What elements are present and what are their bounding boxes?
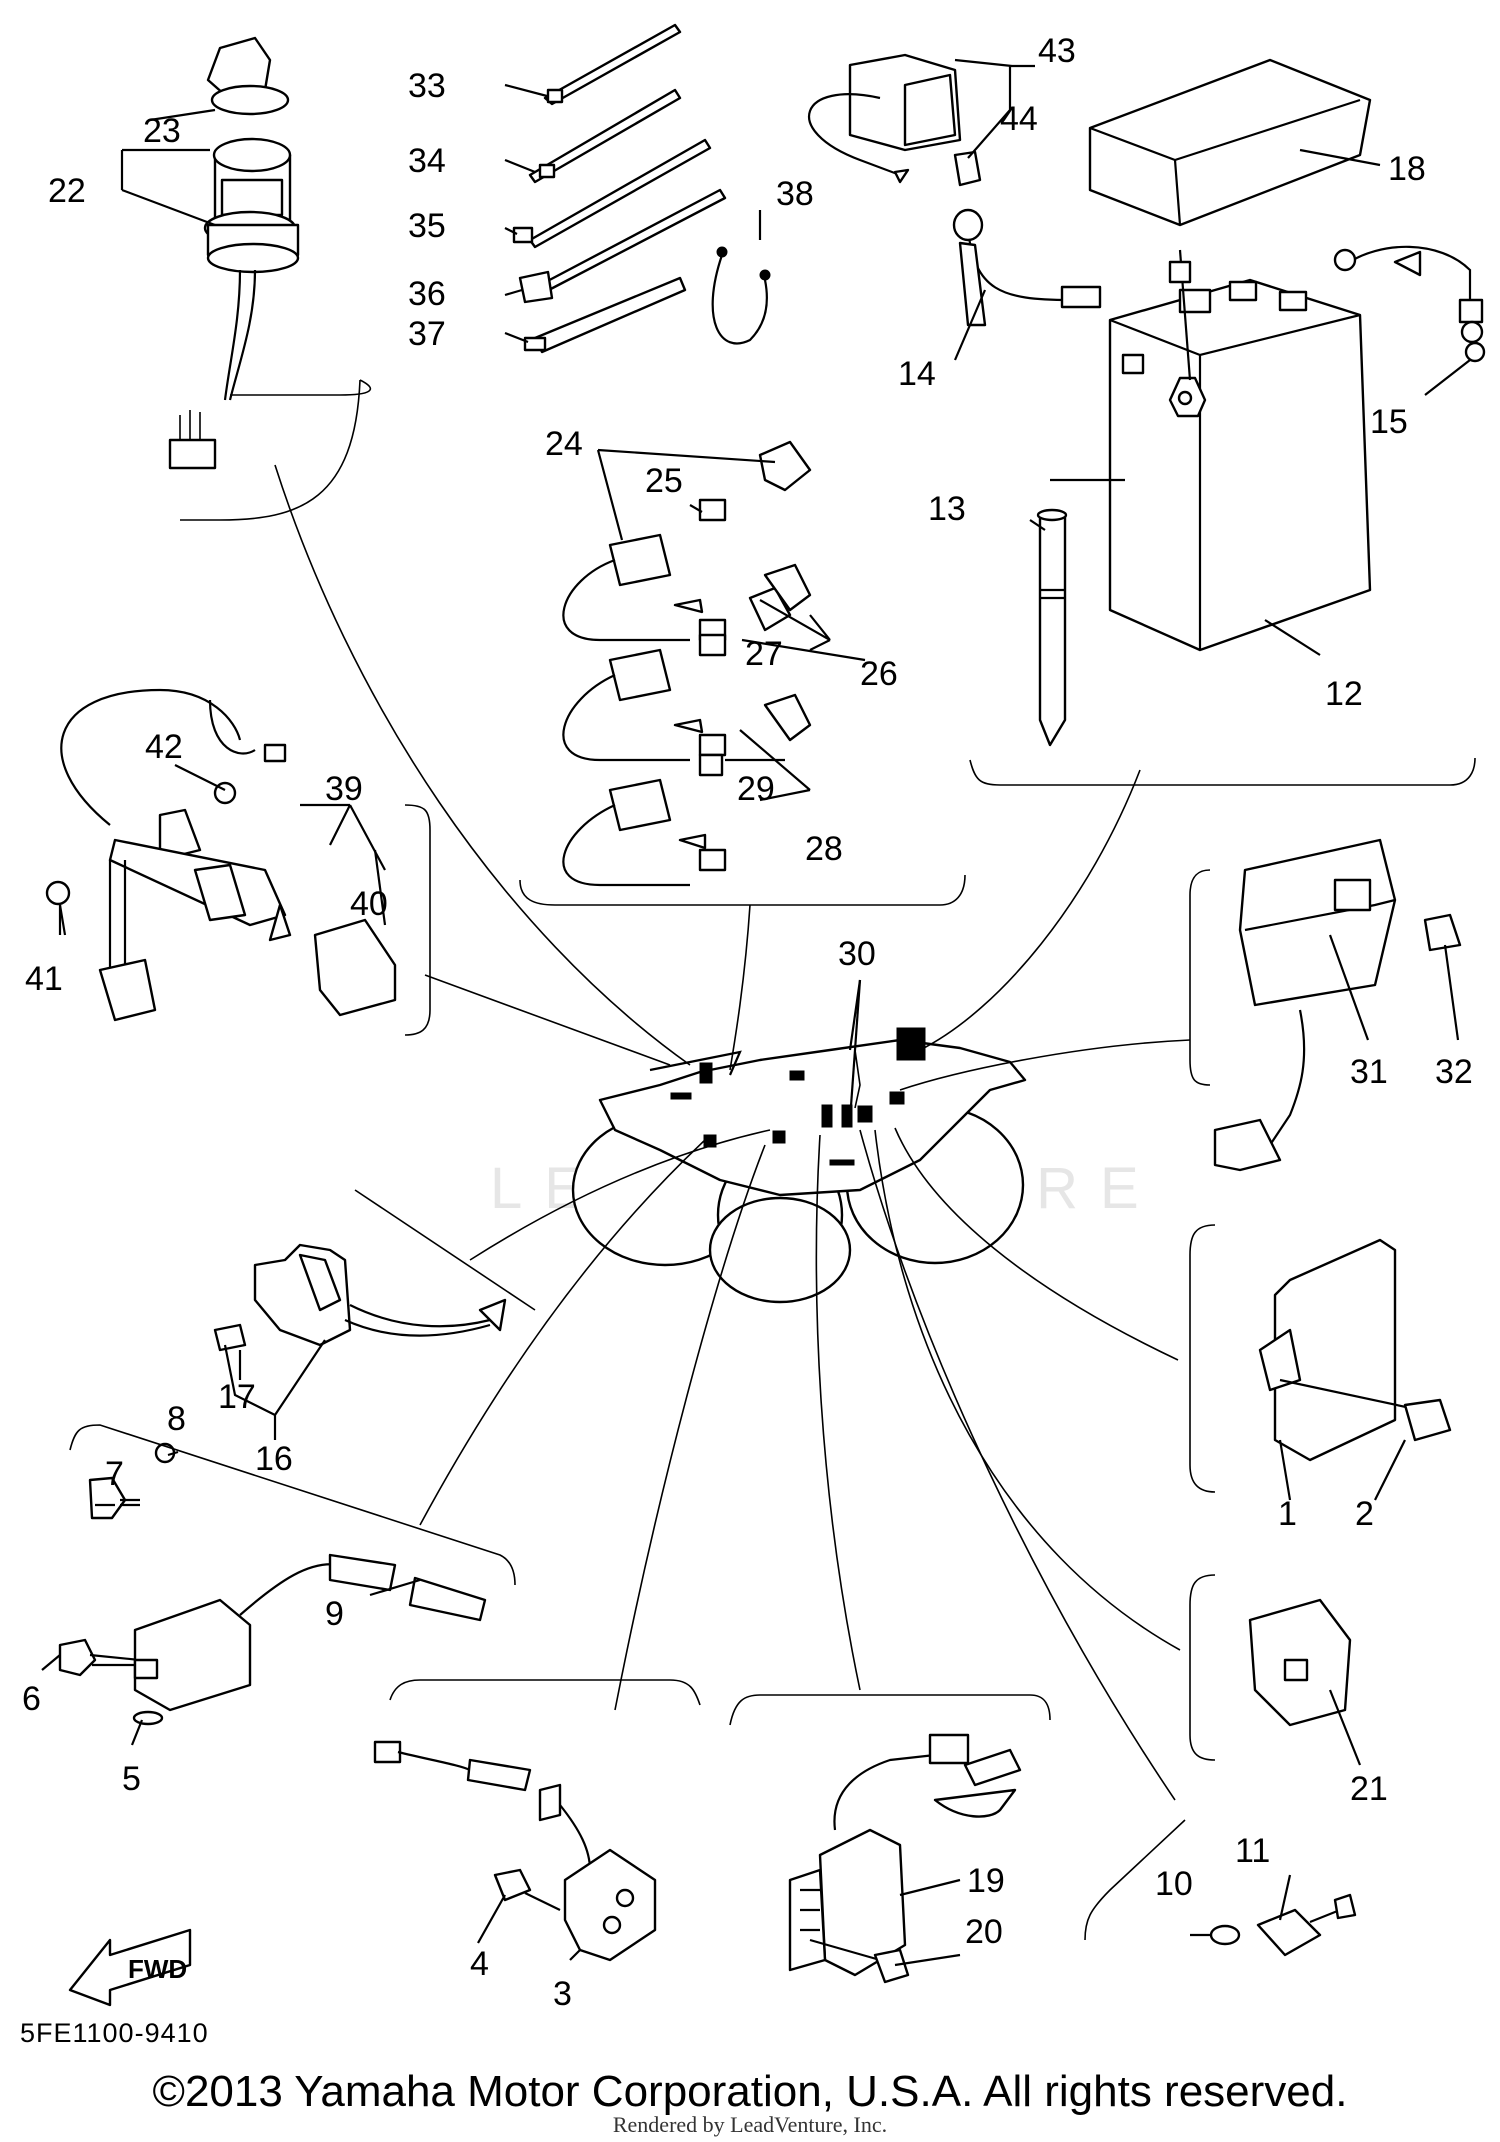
callout-13: 13: [928, 490, 966, 528]
starter-relay: [213, 1243, 507, 1352]
callout-17: 17: [218, 1378, 256, 1416]
callout-6: 6: [22, 1680, 41, 1718]
callout-36: 36: [408, 275, 446, 313]
fuse-box: [808, 53, 982, 187]
callout-27: 27: [745, 635, 783, 673]
callout-26: 26: [860, 655, 898, 693]
callout-35: 35: [408, 207, 446, 245]
bracket-21: [1189, 1574, 1216, 1761]
callout-15: 15: [1370, 403, 1408, 441]
callout-4: 4: [470, 1945, 489, 1983]
cdi-unit: [1258, 1238, 1452, 1462]
bracket-plug-caps: [519, 874, 966, 906]
callout-40: 40: [350, 885, 388, 923]
thermo-switch: [1209, 1893, 1357, 1957]
spark-plug-caps: [562, 440, 812, 887]
callout-29: 29: [737, 770, 775, 808]
bracket-cdi: [1189, 1224, 1216, 1493]
leader-curves: [274, 464, 1191, 1801]
callout-42: 42: [145, 728, 183, 766]
callout-leaders: [41, 58, 1471, 1967]
callout-9: 9: [325, 1595, 344, 1633]
callout-8: 8: [167, 1400, 186, 1438]
callout-7: 7: [105, 1455, 124, 1493]
callout-30: 30: [838, 935, 876, 973]
callout-31: 31: [1350, 1053, 1388, 1091]
callout-20: 20: [965, 1913, 1003, 1951]
callout-21: 21: [1350, 1770, 1388, 1808]
callout-22: 22: [48, 172, 86, 210]
callout-numbers: 1 2 3 4 5 6 7 8 9 10 11 12 13 14 15 16 1…: [22, 32, 1473, 2013]
bracket-starter-relay: [354, 1189, 536, 1311]
ignition-coil: [58, 1442, 487, 1726]
callout-34: 34: [408, 142, 446, 180]
callout-2: 2: [1355, 1495, 1374, 1533]
render-credit: Rendered by LeadVenture, Inc.: [612, 2112, 888, 2137]
bracket-battery: [969, 757, 1476, 786]
callout-38: 38: [776, 175, 814, 213]
fwd-arrow: FWD: [68, 1928, 192, 2007]
rectifier-regulator: [788, 1733, 1022, 1984]
callout-32: 32: [1435, 1053, 1473, 1091]
bracket-thermo: [1084, 1819, 1186, 1941]
bracket-main-switch: [180, 379, 361, 521]
atv-outline: [571, 1027, 1027, 1304]
callout-5: 5: [122, 1760, 141, 1798]
callout-43: 43: [1038, 32, 1076, 70]
callout-33: 33: [408, 67, 446, 105]
callout-24: 24: [545, 425, 583, 463]
callout-11: 11: [1235, 1832, 1270, 1870]
bracket-ignition: [69, 1424, 516, 1586]
bracket-right-relay: [1189, 869, 1211, 1086]
part-code: 5FE1100-9410: [20, 2018, 209, 2048]
copyright-notice: ©2013 Yamaha Motor Corporation, U.S.A. A…: [152, 2067, 1348, 2116]
cable-ties: [512, 23, 771, 354]
callout-10: 10: [1155, 1865, 1193, 1903]
callout-3: 3: [553, 1975, 572, 2013]
callout-28: 28: [805, 830, 843, 868]
handlebar-switch: [45, 688, 397, 1022]
pickup-coil: [373, 1740, 657, 1962]
callout-39: 39: [325, 770, 363, 808]
bracket-handlebar: [404, 804, 431, 1036]
callout-1: 1: [1278, 1495, 1297, 1533]
callout-25: 25: [645, 462, 683, 500]
fwd-label: FWD: [128, 1954, 187, 1984]
callout-44: 44: [1000, 100, 1038, 138]
callout-12: 12: [1325, 675, 1363, 713]
callout-14: 14: [898, 355, 936, 393]
callout-19: 19: [967, 1862, 1005, 1900]
battery-assembly: [952, 58, 1486, 747]
callout-16: 16: [255, 1440, 293, 1478]
callout-23: 23: [143, 112, 181, 150]
part-21: [1248, 1598, 1352, 1727]
bracket-rectifier: [729, 1694, 1051, 1726]
bracket-pickup: [389, 1679, 701, 1706]
right-relay: [1213, 838, 1462, 1172]
callout-41: 41: [25, 960, 63, 998]
main-switch-assembly: [168, 36, 372, 470]
callout-37: 37: [408, 315, 446, 353]
callout-18: 18: [1388, 150, 1426, 188]
